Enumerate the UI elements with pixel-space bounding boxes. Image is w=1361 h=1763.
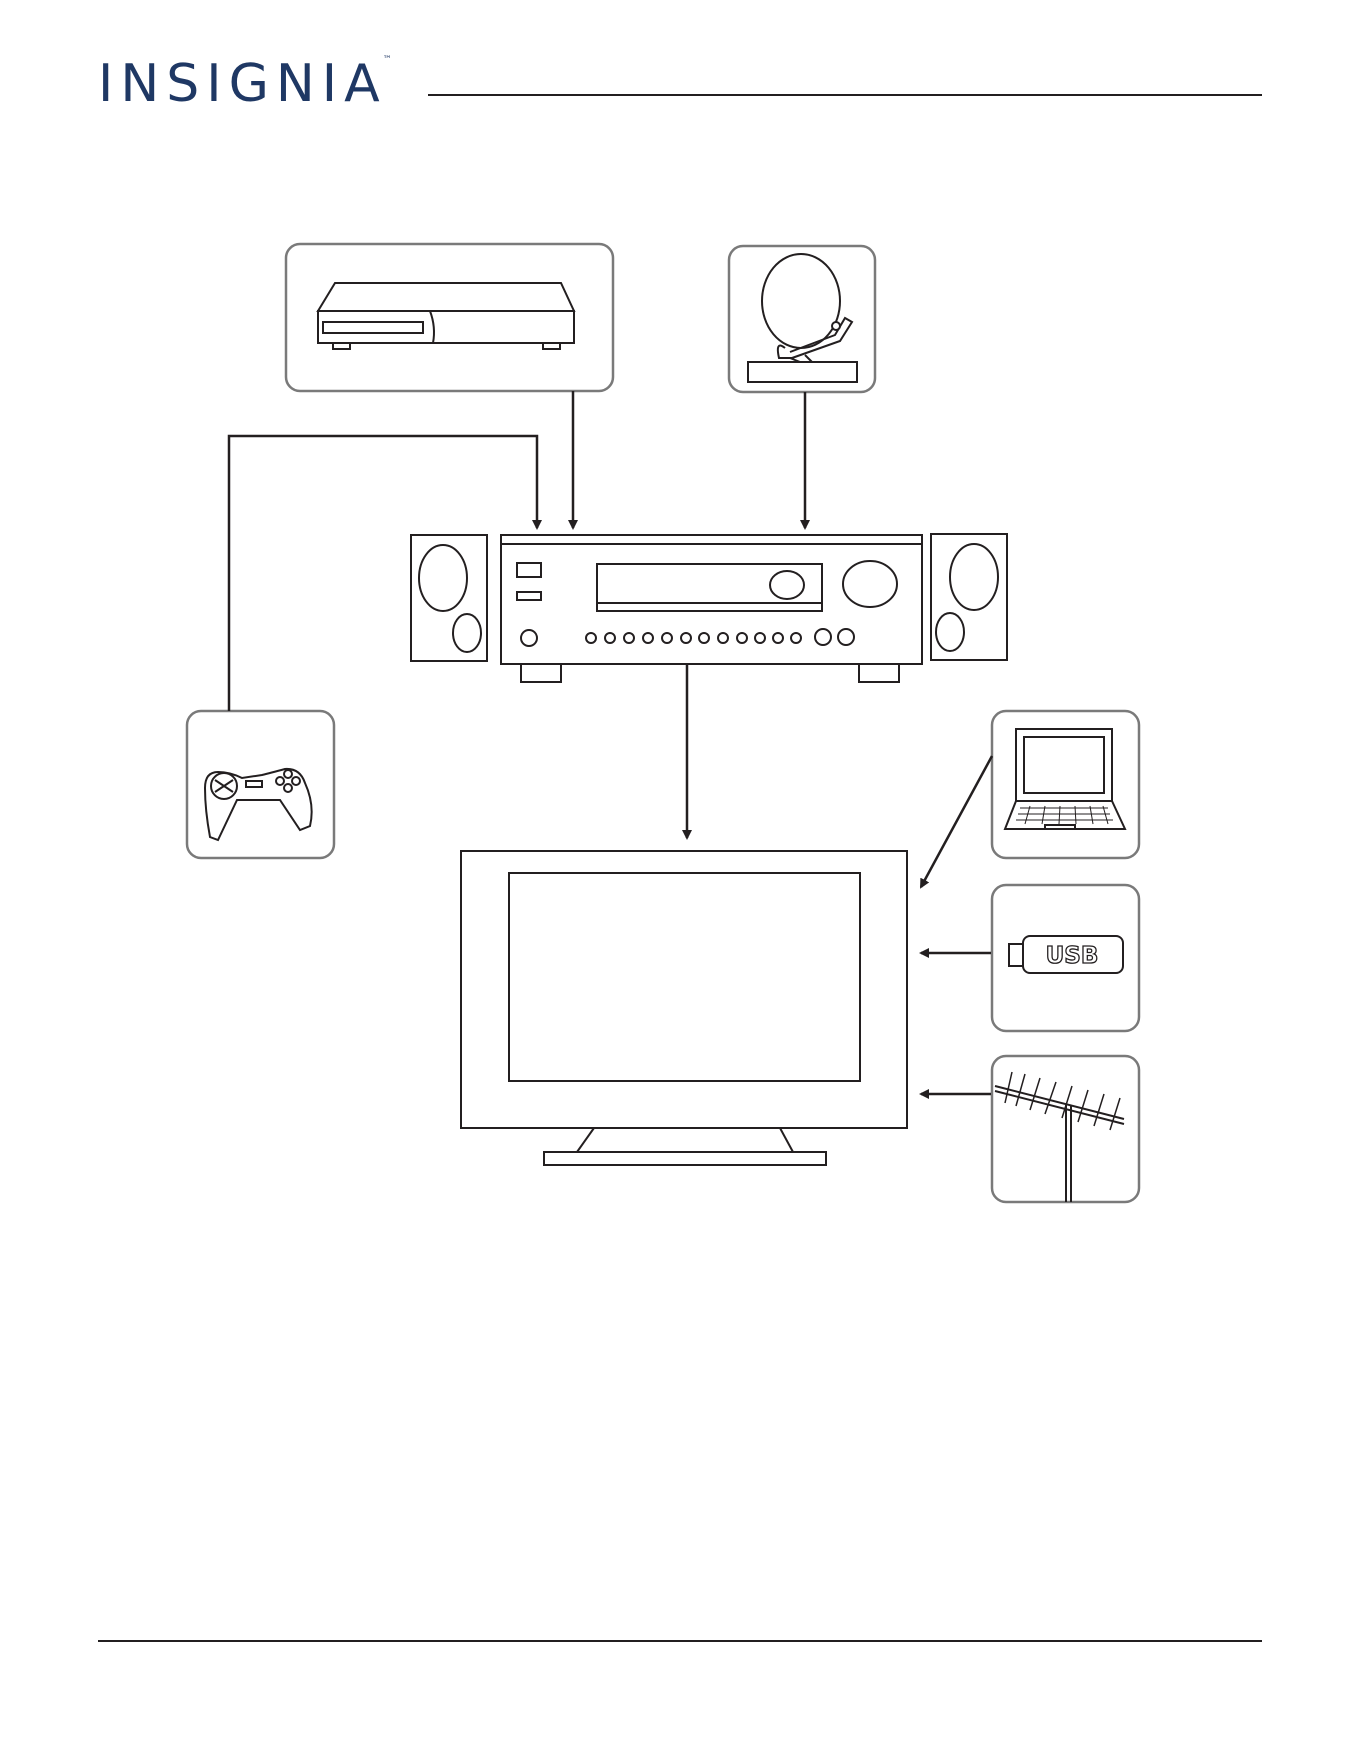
speaker-icon — [411, 535, 487, 661]
usb-drive-box: USB — [992, 885, 1139, 1031]
speaker-right — [931, 534, 1007, 660]
laptop-icon — [1005, 729, 1125, 829]
laptop-to-tv-arrow — [921, 756, 992, 887]
dvd-player-box — [286, 244, 613, 391]
av-receiver — [501, 535, 922, 682]
speaker-left — [411, 535, 487, 661]
satellite-dish-box — [729, 246, 875, 392]
tv — [461, 851, 907, 1165]
game-console-to-receiver-arrow — [229, 436, 537, 711]
footer-divider — [98, 1640, 1262, 1642]
laptop-box — [992, 711, 1139, 858]
tv-icon — [461, 851, 907, 1165]
usb-drive-icon: USB — [1009, 936, 1123, 973]
usb-label: USB — [1046, 943, 1099, 969]
antenna-box — [992, 1056, 1139, 1202]
av-receiver-icon — [501, 535, 922, 682]
speaker-icon — [931, 534, 1007, 660]
game-console-box — [187, 711, 334, 858]
dvd-player-icon — [318, 283, 574, 349]
